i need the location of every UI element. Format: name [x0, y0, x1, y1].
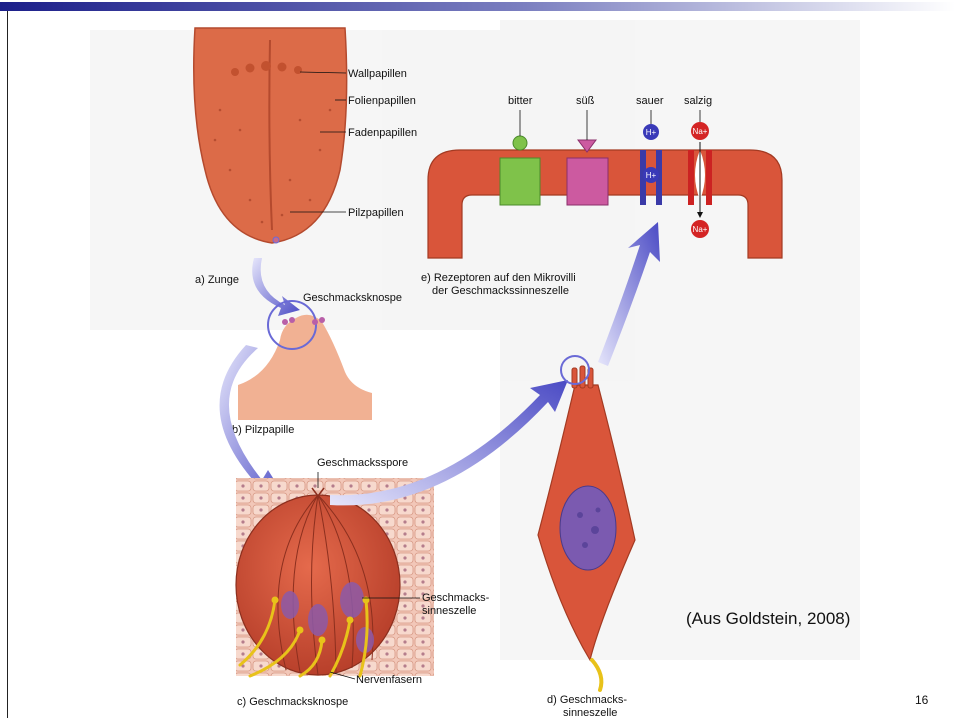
label-geschmackssinneszelle-1: Geschmacks-: [422, 592, 490, 604]
label-panel-c: c) Geschmacksknospe: [237, 696, 348, 708]
label-panel-e-2: der Geschmackssinneszelle: [432, 285, 569, 297]
label-panel-e-1: e) Rezeptoren auf den Mikrovilli: [421, 272, 576, 284]
label-sauer: sauer: [636, 95, 664, 107]
ion-na-plus-top: Na+: [693, 127, 708, 136]
ion-h-plus-channel: H+: [646, 171, 657, 180]
citation: (Aus Goldstein, 2008): [686, 609, 850, 629]
label-geschmackssinneszelle-2: sinneszelle: [422, 605, 476, 617]
label-bitter: bitter: [508, 95, 533, 107]
label-geschmacksknospe: Geschmacksknospe: [303, 292, 402, 304]
label-wallpapillen: Wallpapillen: [348, 68, 407, 80]
label-salzig: salzig: [684, 95, 712, 107]
label-folienpapillen: Folienpapillen: [348, 95, 416, 107]
label-geschmacksspore: Geschmacksspore: [317, 457, 408, 469]
label-panel-d-1: d) Geschmacks-: [547, 694, 627, 706]
label-panel-b: b) Pilzpapille: [232, 424, 294, 436]
label-fadenpapillen: Fadenpapillen: [348, 127, 417, 139]
taste-bud-illustration: [236, 478, 434, 676]
label-nervenfasern: Nervenfasern: [356, 674, 422, 686]
ion-h-plus-top: H+: [646, 128, 657, 137]
label-panel-d-2: sinneszelle: [563, 707, 617, 718]
page-number: 16: [915, 693, 928, 707]
ion-na-plus-bottom: Na+: [693, 225, 708, 234]
label-panel-a: a) Zunge: [195, 274, 239, 286]
label-pilzpapillen: Pilzpapillen: [348, 207, 404, 219]
label-suess: süß: [576, 95, 595, 107]
